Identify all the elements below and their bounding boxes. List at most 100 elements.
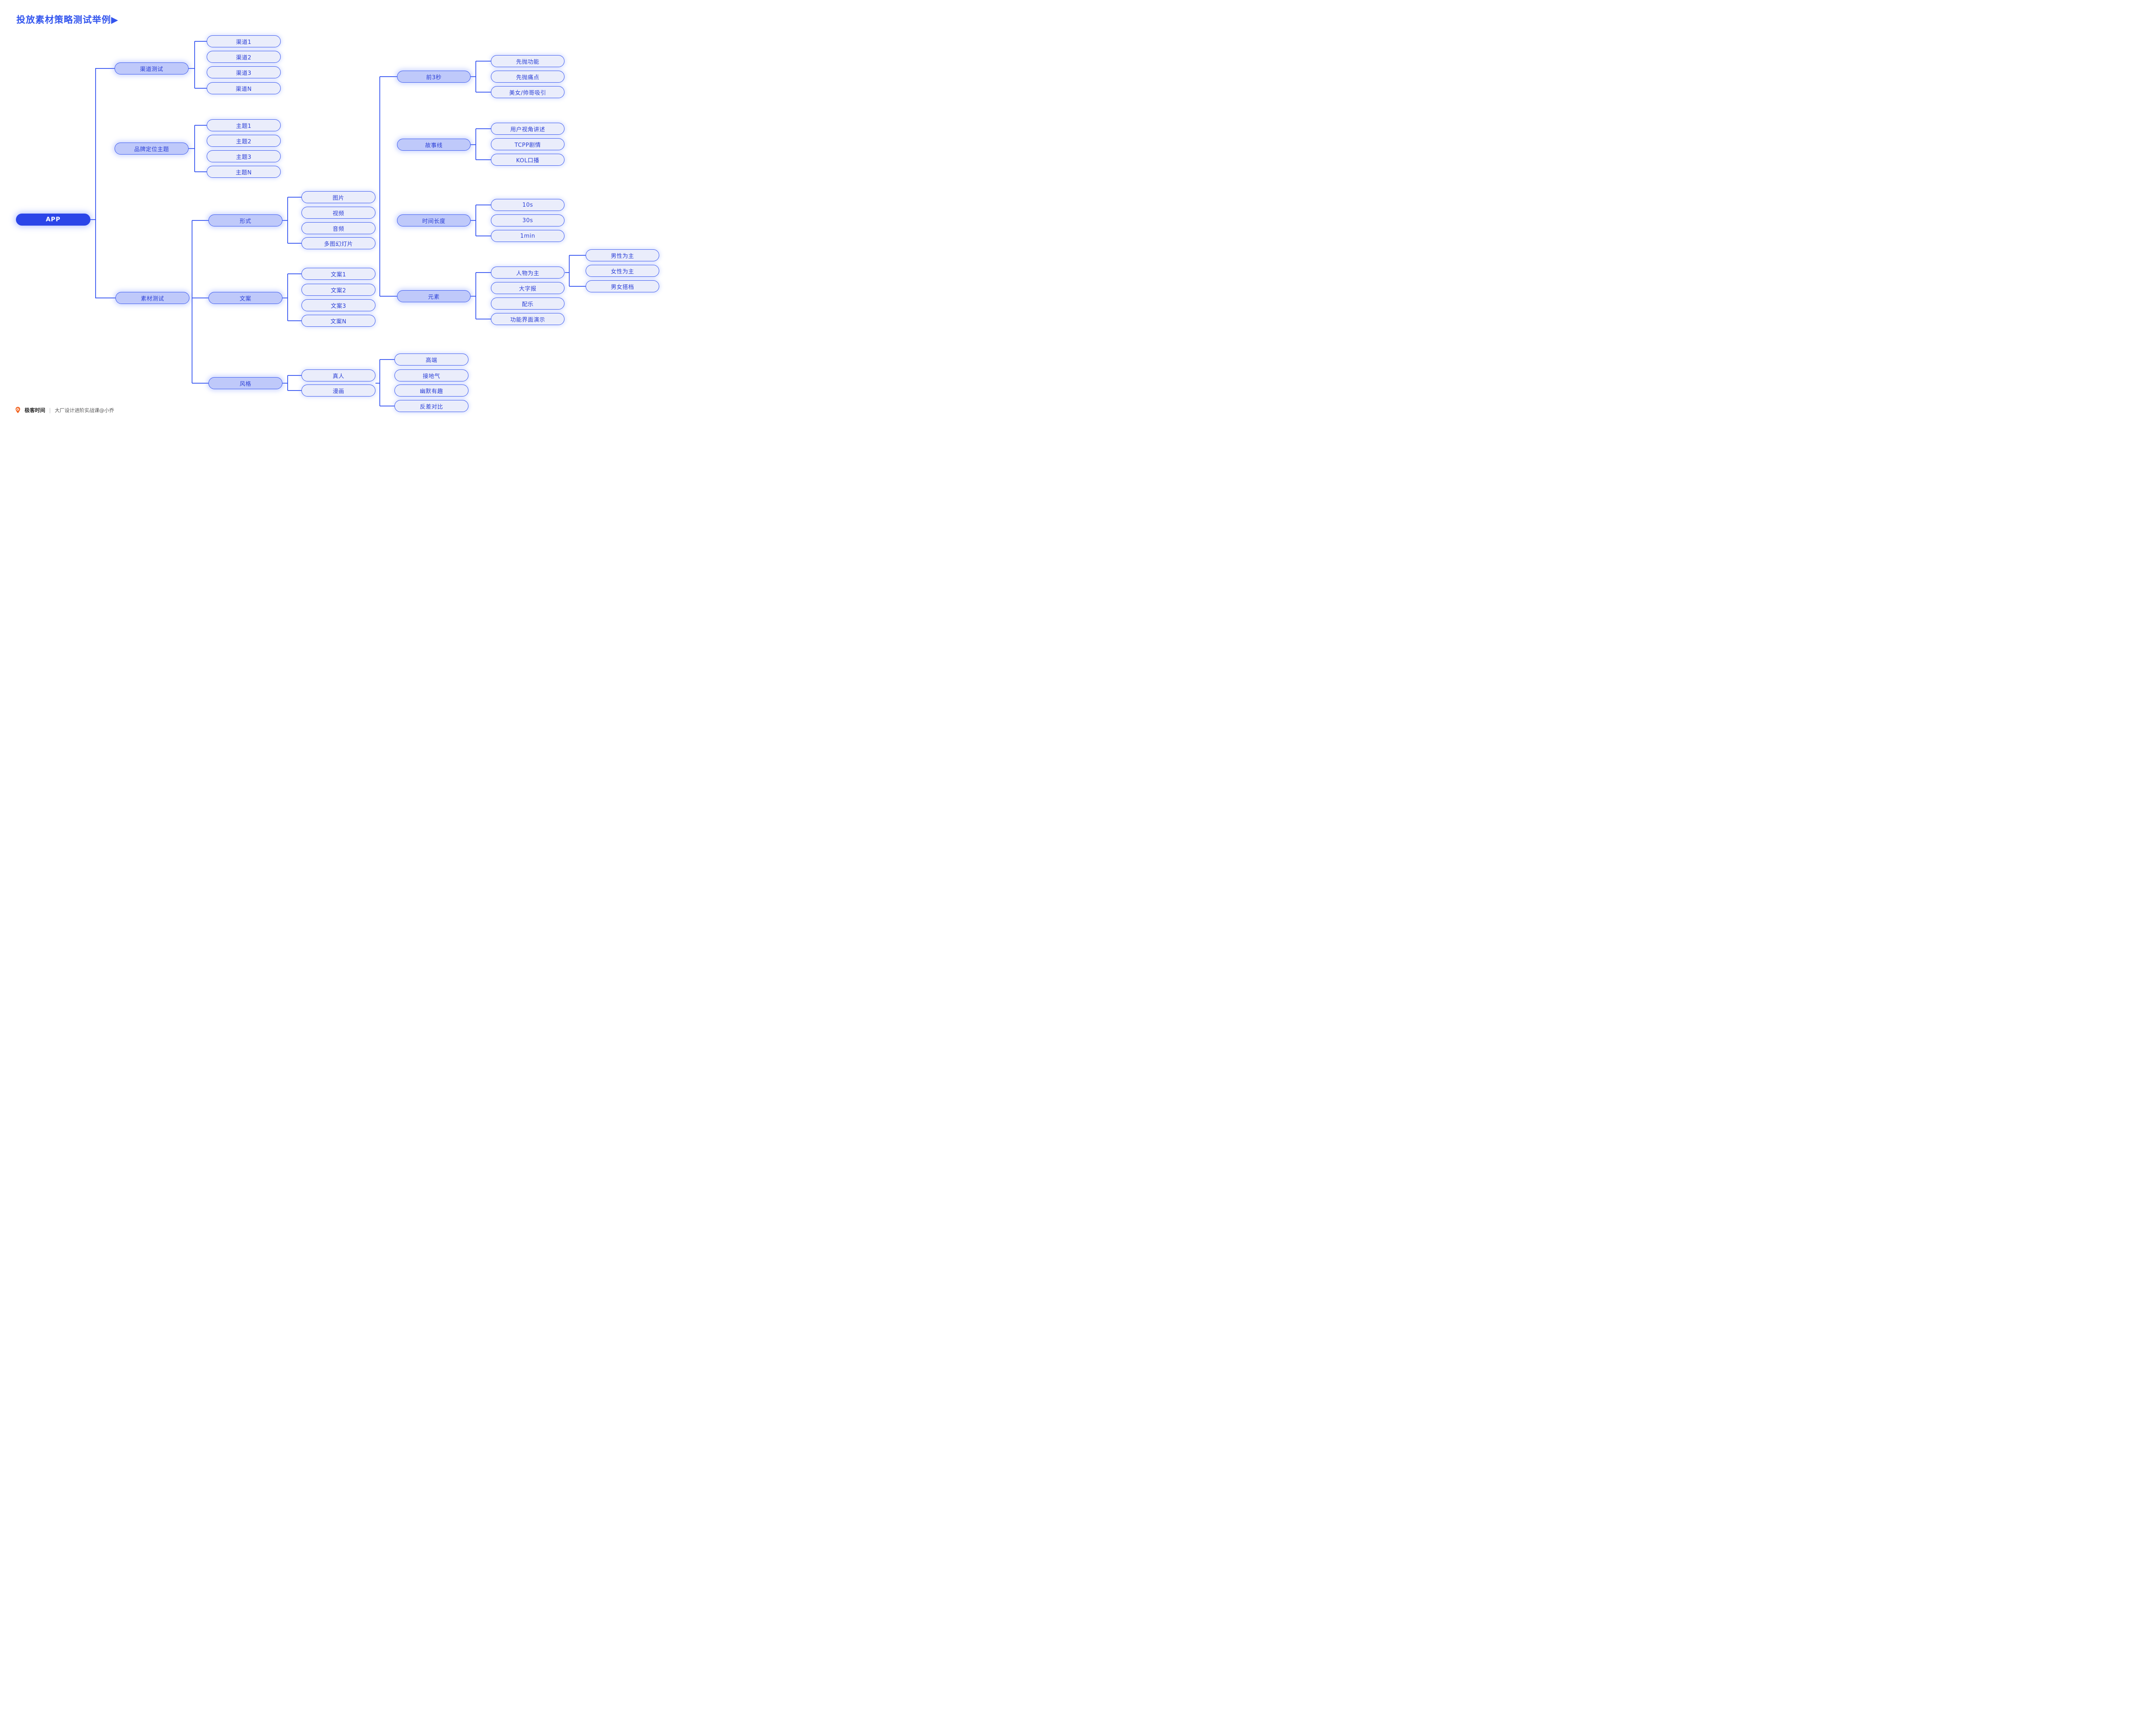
node-label: 渠道N <box>236 86 252 93</box>
node-channel-3[interactable]: 渠道3 <box>207 66 281 78</box>
node-copy-2[interactable]: 文案2 <box>301 284 375 296</box>
node-first3s-feature[interactable]: 先抛功能 <box>491 55 565 67</box>
link-app-channel-test <box>90 68 115 220</box>
node-first3s-painpoint[interactable]: 先抛痛点 <box>491 71 565 83</box>
node-app-root[interactable]: APP <box>16 214 90 226</box>
node-style[interactable]: 风格 <box>208 377 282 389</box>
node-label: 多图幻灯片 <box>324 241 353 248</box>
node-label: 真人 <box>332 373 344 380</box>
node-format-video[interactable]: 视频 <box>301 207 375 219</box>
node-copy[interactable]: 文案 <box>208 292 282 304</box>
node-label: 10s <box>522 202 533 208</box>
node-duration-1min[interactable]: 1min <box>491 230 565 242</box>
mindmap-canvas: 投放素材策略测试举例▶ <box>0 0 675 425</box>
node-label: 渠道3 <box>236 70 251 77</box>
node-channel-2[interactable]: 渠道2 <box>207 51 281 63</box>
node-label: 风格 <box>239 381 251 388</box>
node-channel-test[interactable]: 渠道测试 <box>115 62 189 74</box>
node-element-pair[interactable]: 男女搭档 <box>586 280 659 292</box>
footer-watermark: 极客时间 | 大厂设计进阶实战课@小乔 <box>14 406 114 414</box>
node-label: 音频 <box>332 226 344 232</box>
node-label: 男女搭档 <box>611 284 634 291</box>
node-channel-1[interactable]: 渠道1 <box>207 35 281 47</box>
node-label: 漫画 <box>332 388 344 395</box>
node-label: 美女/帅哥吸引 <box>509 90 546 96</box>
node-label: 文案3 <box>331 303 346 310</box>
node-theme-2[interactable]: 主题2 <box>207 135 281 147</box>
node-element-poster[interactable]: 大字报 <box>491 282 565 294</box>
node-label: 形式 <box>239 218 251 225</box>
node-element-people[interactable]: 人物为主 <box>491 267 565 279</box>
node-label: 高端 <box>425 357 437 364</box>
node-duration[interactable]: 时间长度 <box>397 214 471 226</box>
node-label: 男性为主 <box>611 253 634 260</box>
node-label: 配乐 <box>521 301 534 308</box>
node-format-slides[interactable]: 多图幻灯片 <box>301 237 375 249</box>
node-label: 文案N <box>330 318 347 325</box>
node-label: 文案1 <box>331 271 346 278</box>
node-style-contrast[interactable]: 反差对比 <box>394 400 468 412</box>
footer-brand: 极客时间 <box>25 407 46 413</box>
node-style-humor[interactable]: 幽默有趣 <box>394 384 468 397</box>
node-element-music[interactable]: 配乐 <box>491 298 565 310</box>
node-label: 主题3 <box>236 154 251 161</box>
node-element[interactable]: 元素 <box>397 290 471 302</box>
node-element-female[interactable]: 女性为主 <box>586 265 659 277</box>
node-label: 主题N <box>236 169 252 176</box>
node-theme-1[interactable]: 主题1 <box>207 119 281 131</box>
node-copy-1[interactable]: 文案1 <box>301 268 375 280</box>
node-storyline-user[interactable]: 用户视角讲述 <box>491 123 565 135</box>
node-element-male[interactable]: 男性为主 <box>586 249 659 261</box>
node-label: 文案 <box>239 295 251 302</box>
node-brand-theme[interactable]: 品牌定位主题 <box>115 143 189 155</box>
node-label: 先抛痛点 <box>516 74 540 81</box>
node-copy-3[interactable]: 文案3 <box>301 299 375 311</box>
node-label: 用户视角讲述 <box>510 126 545 133</box>
footer-separator: | <box>49 407 51 413</box>
node-label: 1min <box>520 232 535 239</box>
node-label: APP <box>46 216 61 223</box>
node-format[interactable]: 形式 <box>208 214 282 226</box>
node-label: 女性为主 <box>611 268 634 275</box>
node-style-real[interactable]: 真人 <box>301 369 375 381</box>
node-material-test[interactable]: 素材测试 <box>115 292 189 304</box>
node-duration-30s[interactable]: 30s <box>491 214 565 226</box>
node-channel-n[interactable]: 渠道N <box>207 82 281 94</box>
link-app-material-test <box>95 220 115 298</box>
node-label: 前3秒 <box>426 74 442 81</box>
node-label: 品牌定位主题 <box>134 146 169 153</box>
node-label: 素材测试 <box>140 295 164 302</box>
node-style-comic[interactable]: 漫画 <box>301 384 375 397</box>
geekbang-pin-icon <box>14 406 22 414</box>
node-label: 大字报 <box>519 285 537 292</box>
node-label: 渠道2 <box>236 54 251 61</box>
node-format-audio[interactable]: 音频 <box>301 222 375 234</box>
node-label: 渠道1 <box>236 39 251 46</box>
node-storyline-tcpp[interactable]: TCPP剧情 <box>491 138 565 150</box>
node-copy-n[interactable]: 文案N <box>301 315 375 327</box>
node-first3s[interactable]: 前3秒 <box>397 71 471 83</box>
node-label: 30s <box>522 217 533 224</box>
node-storyline-kol[interactable]: KOL口播 <box>491 154 565 166</box>
node-label: 主题2 <box>236 138 251 145</box>
node-label: 人物为主 <box>516 270 540 277</box>
node-label: TCPP剧情 <box>515 142 541 149</box>
node-duration-10s[interactable]: 10s <box>491 199 565 211</box>
node-label: 功能界面演示 <box>510 316 545 323</box>
node-label: 接地气 <box>422 373 441 380</box>
page-title: 投放素材策略测试举例▶ <box>16 15 119 25</box>
footer-course: 大厂设计进阶实战课@小乔 <box>55 407 115 413</box>
node-label: KOL口播 <box>516 157 540 164</box>
node-label: 文案2 <box>331 287 346 294</box>
node-first3s-attract[interactable]: 美女/帅哥吸引 <box>491 86 565 98</box>
node-label: 图片 <box>332 195 344 202</box>
node-style-highend[interactable]: 高端 <box>394 353 468 366</box>
node-format-image[interactable]: 图片 <box>301 191 375 203</box>
node-theme-3[interactable]: 主题3 <box>207 150 281 162</box>
node-label: 主题1 <box>236 123 251 130</box>
node-element-uidemo[interactable]: 功能界面演示 <box>491 313 565 325</box>
node-label: 元素 <box>428 294 440 301</box>
node-theme-n[interactable]: 主题N <box>207 166 281 178</box>
node-style-grounded[interactable]: 接地气 <box>394 369 468 381</box>
node-storyline[interactable]: 故事线 <box>397 139 471 151</box>
